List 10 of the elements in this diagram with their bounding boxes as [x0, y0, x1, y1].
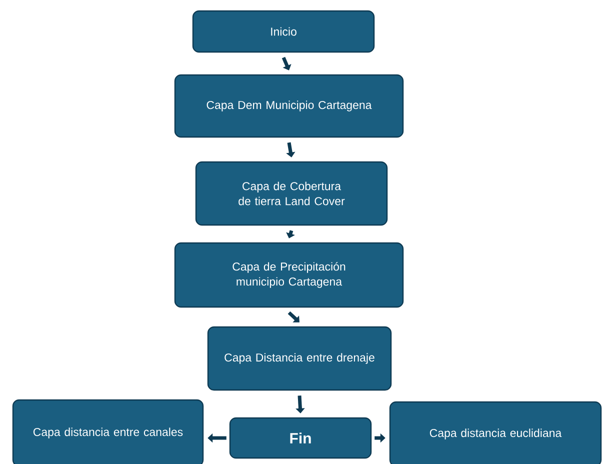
process-box: Capa Dem Municipio Cartagena [174, 74, 404, 138]
process-box: Capa Distancia entre drenaje [207, 326, 392, 391]
process-box: Capa de Precipitación municipio Cartagena [174, 242, 404, 308]
process-box: Capa distancia entre canales [12, 399, 204, 464]
process-box: Fin [229, 417, 372, 459]
arrow [288, 311, 300, 322]
arrow [282, 56, 292, 70]
process-box: Capa de Cobertura de tierra Land Cover [195, 161, 388, 226]
process-box: Inicio [192, 10, 375, 53]
process-box: Capa distancia euclidiana [389, 401, 602, 464]
